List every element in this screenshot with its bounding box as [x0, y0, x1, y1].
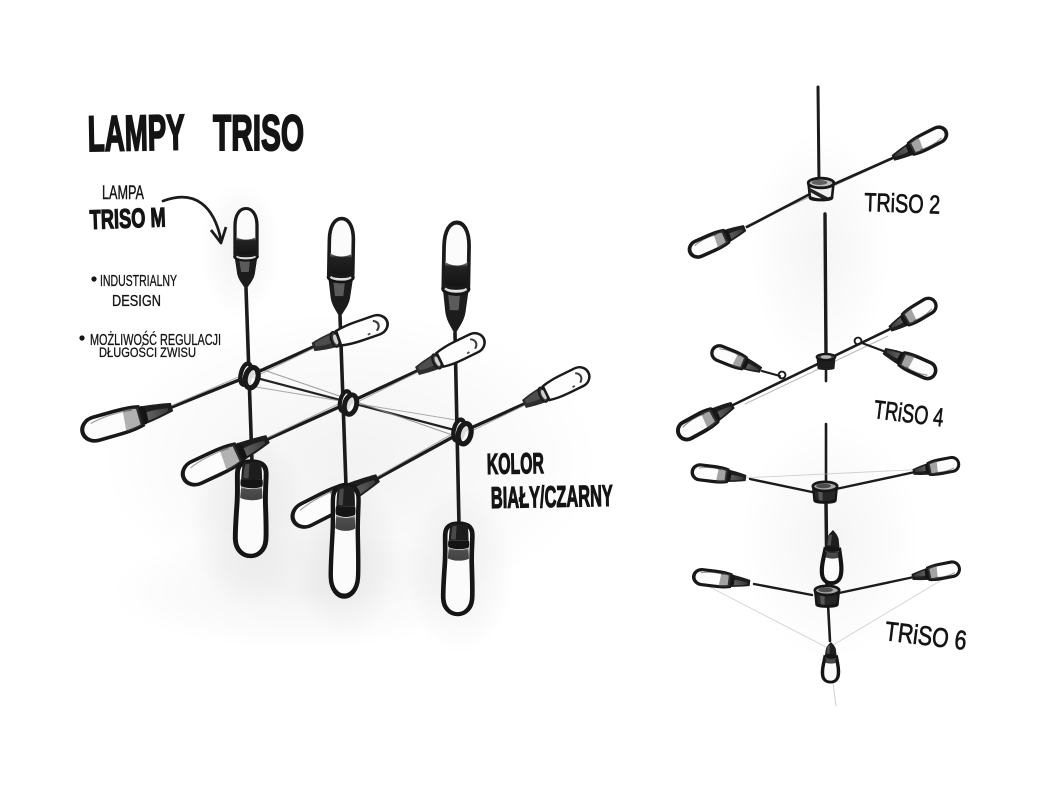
svg-text:LAMPY: LAMPY [87, 104, 185, 162]
svg-text:DŁUGOŚCI ZWISU: DŁUGOŚCI ZWISU [99, 343, 196, 360]
svg-text:KOLOR: KOLOR [487, 448, 545, 481]
svg-text:TRISO M: TRISO M [89, 202, 166, 235]
svg-text:TRISO: TRISO [213, 105, 304, 161]
svg-text:DESIGN: DESIGN [112, 293, 161, 310]
svg-text:INDUSTRIALNY: INDUSTRIALNY [100, 273, 177, 290]
svg-text:LAMPA: LAMPA [102, 183, 144, 204]
svg-text:TRiSO 2: TRiSO 2 [864, 187, 941, 220]
svg-text:MOŻLIWOŚĆ REGULACJI: MOŻLIWOŚĆ REGULACJI [90, 331, 221, 349]
svg-text:BIAŁY/CZARNY: BIAŁY/CZARNY [491, 480, 614, 515]
